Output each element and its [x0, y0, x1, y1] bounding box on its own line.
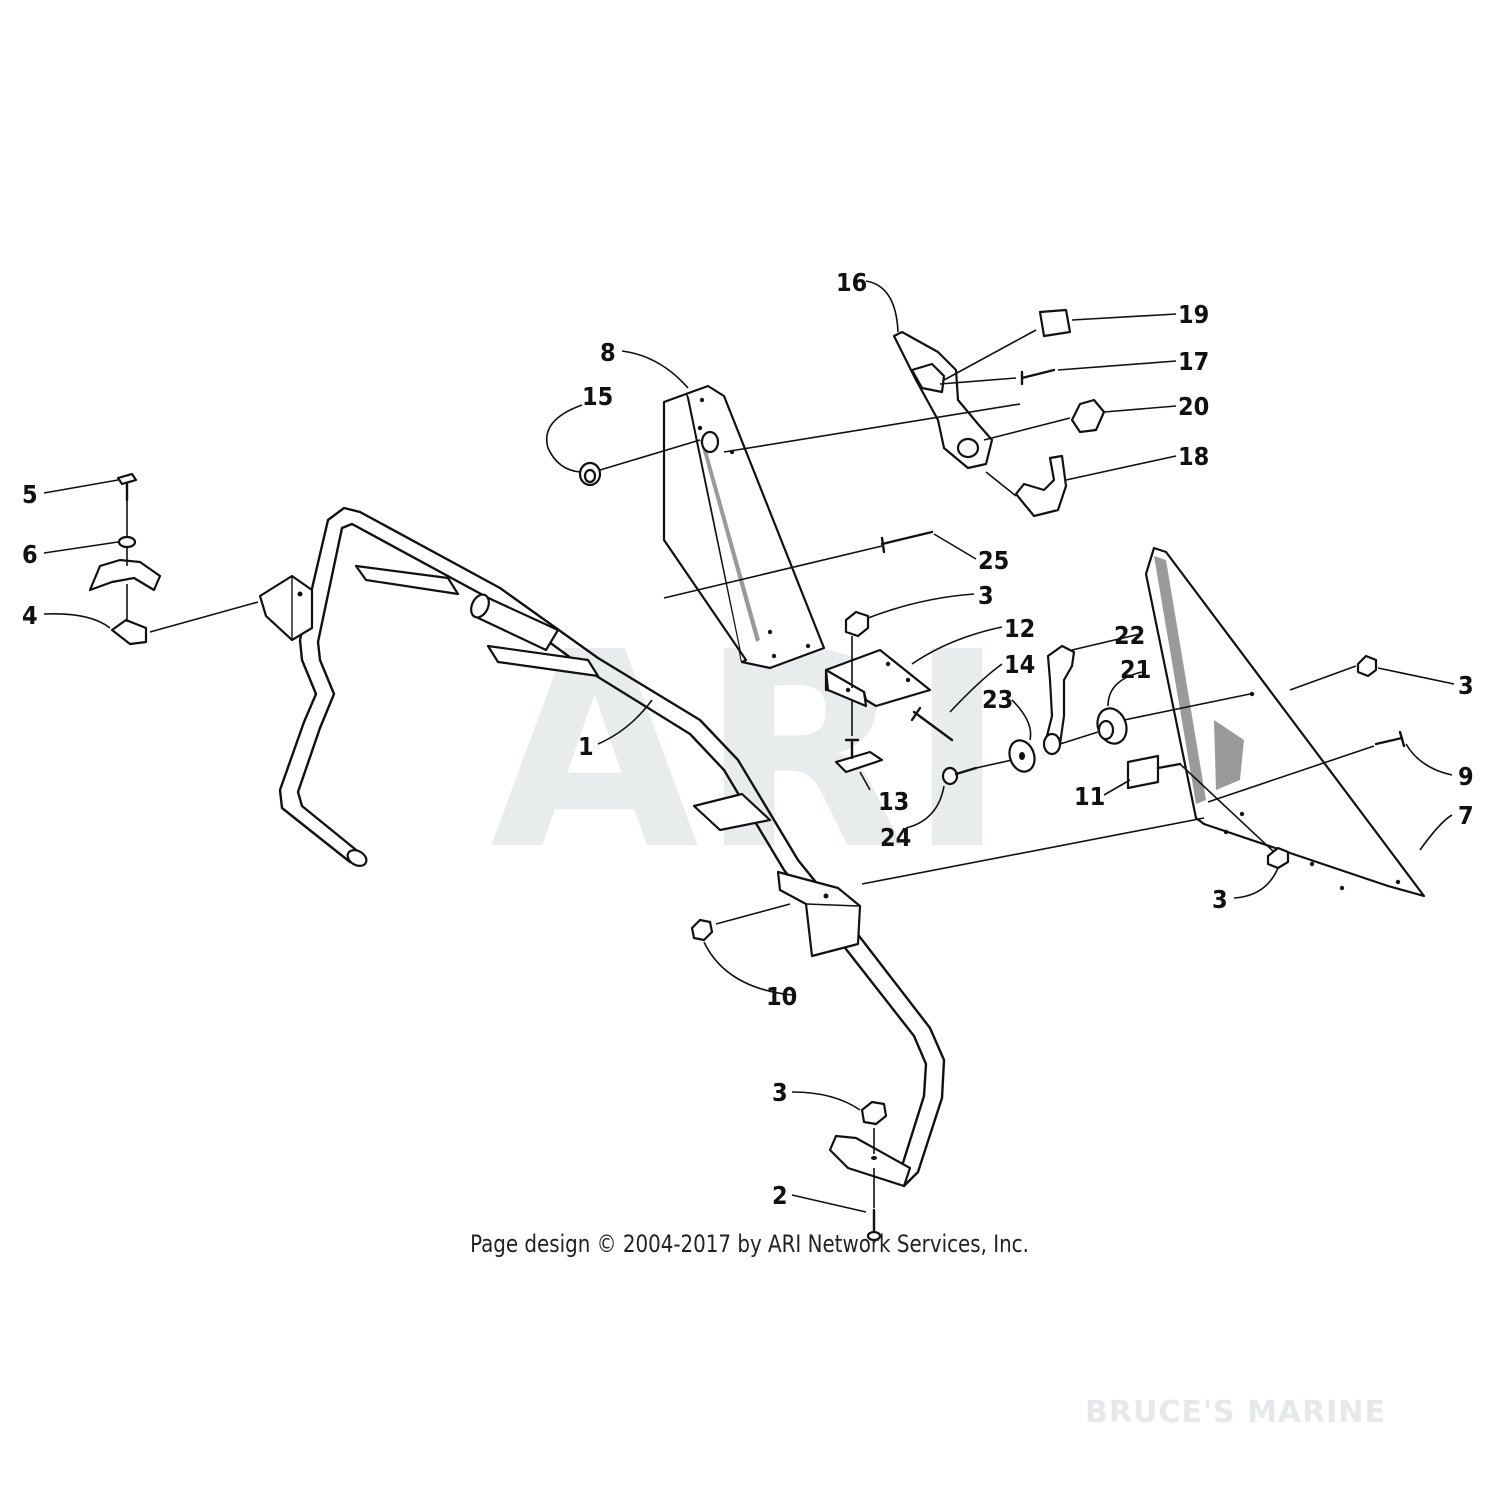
- bracket-part-16[interactable]: [892, 330, 994, 470]
- part-labels: 5 6 4 1 2 3 8 15 16 19 17 20 18 25 3 12 …: [22, 268, 1474, 1210]
- assembly-lines: [126, 329, 1375, 1208]
- part-label-22[interactable]: 22: [1114, 621, 1145, 650]
- part-label-3-upper[interactable]: 3: [978, 581, 994, 610]
- part-label-9[interactable]: 9: [1458, 762, 1474, 791]
- screw-part-24[interactable]: [941, 766, 978, 786]
- rivet-part-25[interactable]: [880, 530, 934, 554]
- part-label-23[interactable]: 23: [982, 685, 1013, 714]
- part-label-13[interactable]: 13: [878, 787, 909, 816]
- part-label-4[interactable]: 4: [22, 601, 38, 630]
- part-label-3-lower-right[interactable]: 3: [1212, 885, 1228, 914]
- brand-watermark: BRUCE'S MARINE: [1085, 1395, 1387, 1430]
- stud-plate-part-13[interactable]: [834, 738, 884, 774]
- bolt-part-2[interactable]: [866, 1208, 882, 1242]
- nut-part-3-bottom[interactable]: [860, 1100, 888, 1126]
- part-label-6[interactable]: 6: [22, 540, 38, 569]
- pad-part-19[interactable]: [1038, 308, 1072, 338]
- bumper-tube-part-1[interactable]: [258, 506, 946, 1188]
- side-panel-part-8[interactable]: [662, 384, 826, 670]
- part-label-25[interactable]: 25: [978, 546, 1009, 575]
- washer-part-6[interactable]: [117, 535, 137, 549]
- button-part-15[interactable]: [578, 461, 602, 487]
- rivet-part-17[interactable]: [1020, 368, 1056, 386]
- nut-clip-part-4[interactable]: [110, 618, 148, 646]
- nut-part-3-upper[interactable]: [844, 610, 870, 638]
- part-label-8[interactable]: 8: [600, 338, 616, 367]
- nut-part-3-lower-right[interactable]: [1266, 846, 1290, 870]
- part-label-7[interactable]: 7: [1458, 801, 1474, 830]
- part-label-14[interactable]: 14: [1004, 650, 1035, 679]
- hook-part-18[interactable]: [1014, 454, 1068, 518]
- rivet-part-14[interactable]: [910, 706, 954, 742]
- part-label-24[interactable]: 24: [880, 823, 911, 852]
- part-label-11[interactable]: 11: [1074, 782, 1105, 811]
- clamp-plate[interactable]: [88, 558, 162, 592]
- copyright-notice: Page design © 2004-2017 by ARI Network S…: [470, 1230, 1029, 1258]
- part-label-1[interactable]: 1: [578, 732, 594, 761]
- part-label-2[interactable]: 2: [772, 1181, 788, 1210]
- part-label-15[interactable]: 15: [582, 382, 613, 411]
- bushing-part-20[interactable]: [1070, 398, 1106, 434]
- part-label-21[interactable]: 21: [1120, 655, 1151, 684]
- part-label-10[interactable]: 10: [766, 982, 797, 1011]
- part-label-3-bottom[interactable]: 3: [772, 1078, 788, 1107]
- bolt-part-9[interactable]: [1374, 730, 1406, 748]
- part-label-12[interactable]: 12: [1004, 614, 1035, 643]
- nut-part-10[interactable]: [690, 918, 714, 942]
- stud-plate-part-11[interactable]: [1126, 754, 1182, 790]
- part-label-3-right[interactable]: 3: [1458, 671, 1474, 700]
- bushing-part-21[interactable]: [1093, 704, 1132, 747]
- part-label-16[interactable]: 16: [836, 268, 867, 297]
- lever-part-22[interactable]: [1042, 644, 1076, 756]
- part-label-5[interactable]: 5: [22, 480, 38, 509]
- part-label-17[interactable]: 17: [1178, 347, 1209, 376]
- part-label-20[interactable]: 20: [1178, 392, 1209, 421]
- nut-part-3-right[interactable]: [1356, 654, 1378, 678]
- label-leaders: [43, 280, 1455, 1213]
- bolt-part-5[interactable]: [116, 472, 138, 502]
- side-panel-part-7[interactable]: [1144, 546, 1426, 898]
- part-label-19[interactable]: 19: [1178, 300, 1209, 329]
- part-label-18[interactable]: 18: [1178, 442, 1209, 471]
- washer-part-23[interactable]: [1005, 737, 1038, 775]
